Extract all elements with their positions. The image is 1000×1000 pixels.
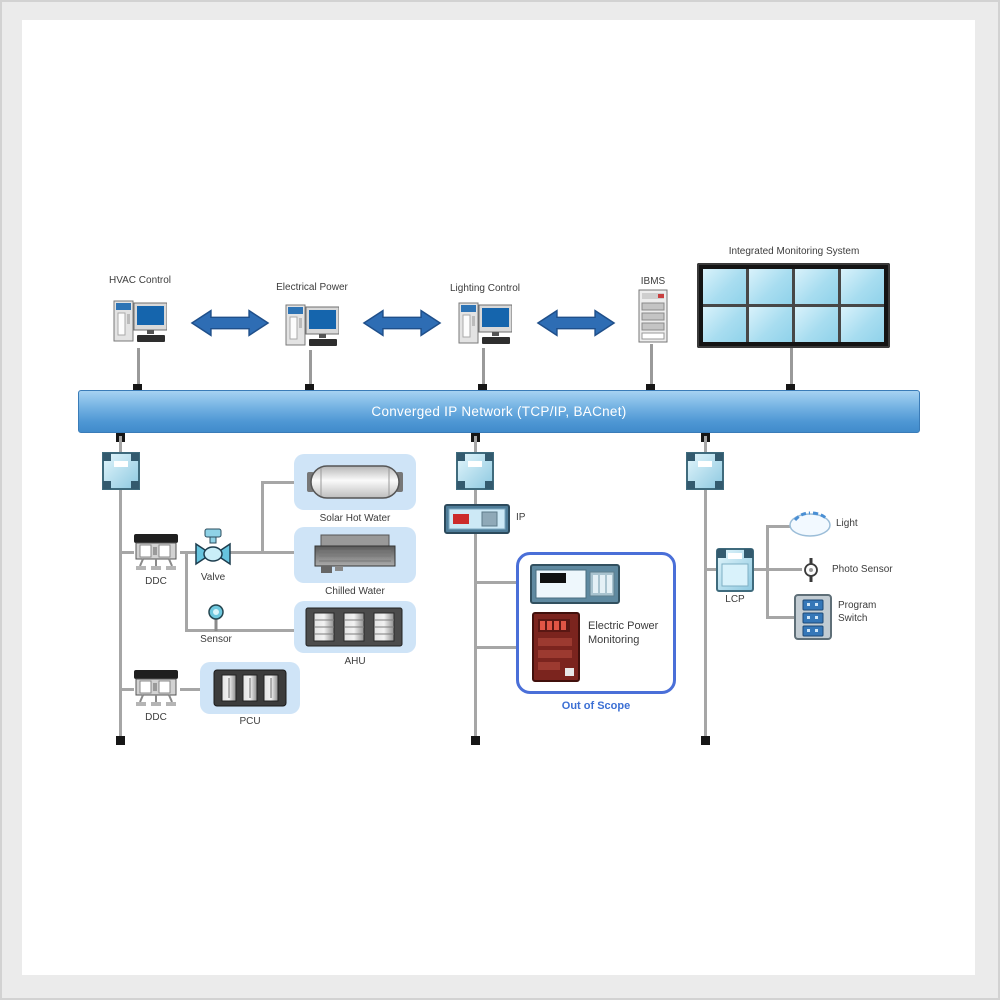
monitoring-stem-line <box>790 348 793 390</box>
trunk-to-lcp-line <box>707 568 716 571</box>
valve-icon <box>195 528 231 566</box>
valve-row-junction-line <box>185 551 188 631</box>
trunk-to-meter-line <box>477 581 530 584</box>
lighting-network-controller-icon <box>686 452 724 490</box>
photo-sensor-icon <box>804 558 818 582</box>
ddc-to-valve-line <box>180 551 196 554</box>
junction-to-switch-line <box>766 616 796 619</box>
junction-to-solar-line <box>261 481 294 484</box>
ip-label: IP <box>516 512 526 523</box>
ahu-icon <box>305 607 403 647</box>
lcp-to-photo-line <box>754 568 802 571</box>
ip-device-icon <box>444 504 510 534</box>
electrical-workstation-icon <box>285 304 339 346</box>
program-switch-icon <box>794 594 832 640</box>
chilled-water-label: Chilled Water <box>325 586 385 597</box>
arrow-hvac-electrical-icon <box>190 309 270 337</box>
light-label: Light <box>836 518 858 529</box>
lcp-label: LCP <box>725 594 745 605</box>
program-switch-label: Program Switch <box>838 600 877 624</box>
video-wall-icon <box>697 263 890 348</box>
pcu-label: PCU <box>239 716 261 727</box>
bar-node-lighting <box>478 384 487 393</box>
trunk-to-epm-line <box>477 646 532 649</box>
bar-node-monitoring <box>786 384 795 393</box>
network-bar-label: Converged IP Network (TCP/IP, BACnet) <box>371 404 627 419</box>
sensor-icon <box>208 604 224 631</box>
hvac-workstation-icon <box>113 300 167 342</box>
junction-to-light-line <box>766 525 790 528</box>
bar-node-electrical <box>305 384 314 393</box>
power-trunk-end-node <box>471 736 480 745</box>
chilled-water-icon <box>314 534 396 573</box>
out-of-scope-label: Out of Scope <box>561 700 631 712</box>
ibms-server-icon <box>638 289 668 343</box>
lighting-trunk-end-node <box>701 736 710 745</box>
ddc-upper-icon <box>134 534 178 570</box>
light-icon <box>789 511 831 537</box>
power-network-controller-icon <box>456 452 494 490</box>
ddc-lower-label: DDC <box>145 712 167 723</box>
ddc-upper-label: DDC <box>145 576 167 587</box>
integrated-monitoring-system-label: Integrated Monitoring System <box>728 246 860 257</box>
ahu-label: AHU <box>344 656 366 667</box>
power-trunk-line <box>474 436 477 740</box>
hvac-stem-line <box>137 348 140 390</box>
arrow-electrical-lighting-icon <box>362 309 442 337</box>
electric-power-monitoring-icon <box>532 612 580 682</box>
valve-label: Valve <box>200 572 226 583</box>
trunk-to-ddc2-line <box>122 688 134 691</box>
hvac-network-controller-icon <box>102 452 140 490</box>
lighting-trunk-line <box>704 436 707 740</box>
diagram-canvas <box>22 20 975 975</box>
sensor-label: Sensor <box>200 634 232 645</box>
ibms-stem-line <box>650 344 653 390</box>
lighting-workstation-icon <box>458 302 512 344</box>
ddc2-to-pcu-line <box>180 688 200 691</box>
ibms-label: IBMS <box>640 276 666 287</box>
bar-node-ibms <box>646 384 655 393</box>
hvac-trunk-line <box>119 436 122 740</box>
arrow-lighting-ibms-icon <box>536 309 616 337</box>
solar-hot-water-label: Solar Hot Water <box>319 513 391 524</box>
bar-node-hvac <box>133 384 142 393</box>
converged-ip-network-bar: Converged IP Network (TCP/IP, BACnet) <box>78 390 920 433</box>
photo-sensor-label: Photo Sensor <box>832 564 893 575</box>
ddc-lower-icon <box>134 670 178 706</box>
trunk-to-ddc-line <box>122 551 134 554</box>
power-meter-icon <box>530 564 620 604</box>
solar-hot-water-icon <box>307 465 403 499</box>
lighting-control-label: Lighting Control <box>449 283 521 294</box>
lcp-icon <box>716 548 754 592</box>
junction-to-ahu-line <box>185 629 294 632</box>
hvac-control-label: HVAC Control <box>108 275 172 286</box>
lighting-junction-line <box>766 525 769 619</box>
electrical-stem-line <box>309 350 312 390</box>
solar-row-junction-line <box>261 483 264 553</box>
pcu-icon <box>213 669 287 707</box>
hvac-trunk-end-node <box>116 736 125 745</box>
electrical-power-label: Electrical Power <box>276 282 348 293</box>
electric-power-monitoring-label: Electric Power Monitoring <box>588 620 659 646</box>
lighting-stem-line <box>482 348 485 390</box>
